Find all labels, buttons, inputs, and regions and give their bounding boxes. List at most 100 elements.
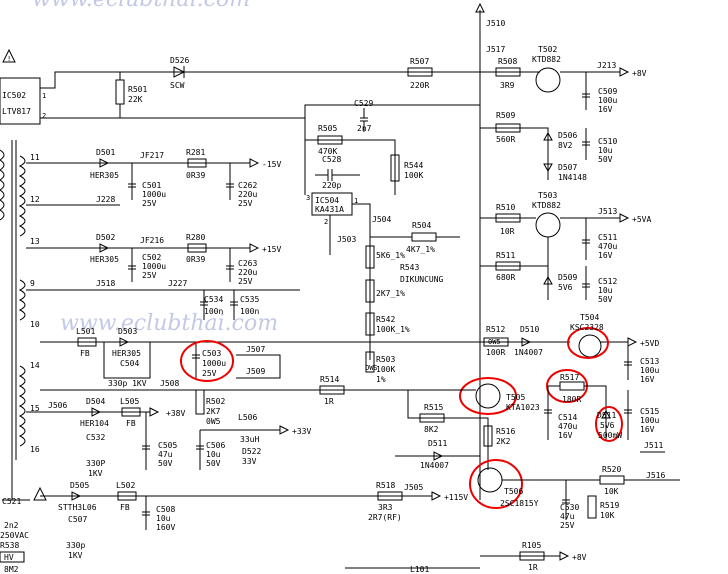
- r516-label: R516: [496, 427, 515, 436]
- r518-resistor: [377, 491, 403, 501]
- c530-volt: 25V: [560, 521, 575, 530]
- c503-volt: 25V: [202, 369, 217, 378]
- r514-value: 1R: [324, 397, 334, 406]
- p115v-label: +115V: [444, 493, 468, 502]
- r280-value: 0R39: [186, 255, 205, 264]
- c535-cap: [230, 290, 238, 320]
- t502-transistor: [535, 67, 561, 93]
- r543b-resistor: [365, 279, 375, 303]
- j510-label: J510: [486, 19, 505, 28]
- r505-resistor: [317, 135, 343, 145]
- r508-label: R508: [498, 57, 517, 66]
- wire-r509: [480, 127, 549, 180]
- c532-volt: 1KV: [88, 469, 103, 478]
- d506-value: 8V2: [558, 141, 573, 150]
- d509-diode: [543, 275, 553, 285]
- c262-cap: [226, 163, 234, 200]
- c510-cap: [582, 128, 590, 160]
- d503-value: HER305: [112, 349, 141, 358]
- c502-value: 1000u: [142, 262, 166, 271]
- d511b-label: D511: [428, 439, 447, 448]
- r281-resistor: [187, 158, 207, 168]
- j507-label: J507: [246, 345, 265, 354]
- j506-label: J506: [48, 401, 67, 410]
- r507-label: R507: [410, 57, 429, 66]
- d507-label: D507: [558, 163, 577, 172]
- t505-highlight: [459, 377, 517, 415]
- j227-label: J227: [168, 279, 187, 288]
- p15v-label: +15V: [262, 245, 281, 254]
- r503-resistor: [365, 351, 375, 373]
- c508-cap: [142, 496, 150, 530]
- p8vb-arrow: [559, 551, 570, 561]
- c512-cap: [582, 266, 590, 300]
- c521-value: 2n2: [4, 521, 19, 530]
- r105-value: 1R: [528, 563, 538, 572]
- c514-cap: [544, 409, 552, 414]
- c513-value: 100u: [640, 366, 659, 375]
- c511-cap: [582, 218, 590, 260]
- transformer-primary: [0, 149, 5, 221]
- t504-label: T504: [580, 313, 599, 322]
- c529-label: C529: [354, 99, 373, 108]
- ic504-name: IC504: [315, 196, 339, 205]
- d505-diode: [71, 491, 82, 501]
- r512-value-power: 0W5: [488, 338, 501, 346]
- t504-transistor: [578, 334, 602, 358]
- c514-value: 470u: [558, 422, 577, 431]
- ic504-pin2: 2: [324, 218, 328, 226]
- l501-inductor: [77, 337, 97, 347]
- r517-value: 180R: [562, 395, 581, 404]
- j513-label: J513: [598, 207, 617, 216]
- c532-value: 330P: [86, 459, 105, 468]
- r502-value: 2K7: [206, 407, 221, 416]
- j518-label: J518: [96, 279, 115, 288]
- c514-volt: 16V: [558, 431, 573, 440]
- r504-resistor: [411, 232, 437, 242]
- d526-diode: [173, 66, 186, 78]
- c532-label: C532: [86, 433, 105, 442]
- t505-value: KTA1023: [506, 403, 540, 412]
- r515-label: R515: [424, 403, 443, 412]
- transformer-sec3: [18, 365, 26, 447]
- r543-label: R543: [400, 263, 419, 272]
- p33v-arrow: [279, 425, 290, 435]
- c512-label: C512: [598, 277, 617, 286]
- warning-icon-mark: !: [7, 55, 11, 63]
- r544-value: 100K: [404, 171, 423, 180]
- p8vb-label: +8V: [572, 553, 587, 562]
- d501-diode: [99, 158, 110, 168]
- watermark-top: www.eclubthai.com: [32, 0, 250, 12]
- r503-label: R503: [376, 355, 395, 364]
- c505-cap: [142, 412, 150, 470]
- j213-label: J213: [597, 61, 616, 70]
- r105-label: R105: [522, 541, 541, 550]
- c502-label: C502: [142, 253, 161, 262]
- l101-label: L101: [410, 565, 429, 574]
- c511-label: C511: [598, 233, 617, 242]
- r504-value: 4K7_1%: [406, 245, 435, 254]
- c505-value: 47u: [158, 450, 173, 459]
- t504-value: KSC2328: [570, 323, 604, 332]
- c508-label: C508: [156, 505, 175, 514]
- p115v-arrow: [431, 491, 442, 501]
- d505-value: STTH3L06: [58, 503, 97, 512]
- pin-10: 10: [30, 320, 40, 329]
- ic502-part: LTV817: [2, 107, 31, 116]
- ic502-body: [0, 77, 41, 125]
- c504-label: C504: [120, 359, 139, 368]
- d511b-value: 1N4007: [420, 461, 449, 470]
- r538-value: 8M2: [4, 565, 19, 574]
- p15v-arrow: [249, 243, 260, 253]
- c263-volt: 25V: [238, 277, 253, 286]
- r502-power: 0W5: [206, 417, 221, 426]
- c507-volt: 1KV: [68, 551, 83, 560]
- d501-label: D501: [96, 148, 115, 157]
- c515-label: C515: [640, 407, 659, 416]
- r503-ows: OWS: [365, 364, 378, 372]
- c528-value: 220p: [322, 181, 341, 190]
- p33v-label: +33V: [292, 427, 311, 436]
- pin-11: 11: [30, 153, 40, 162]
- r504-label: R504: [412, 221, 431, 230]
